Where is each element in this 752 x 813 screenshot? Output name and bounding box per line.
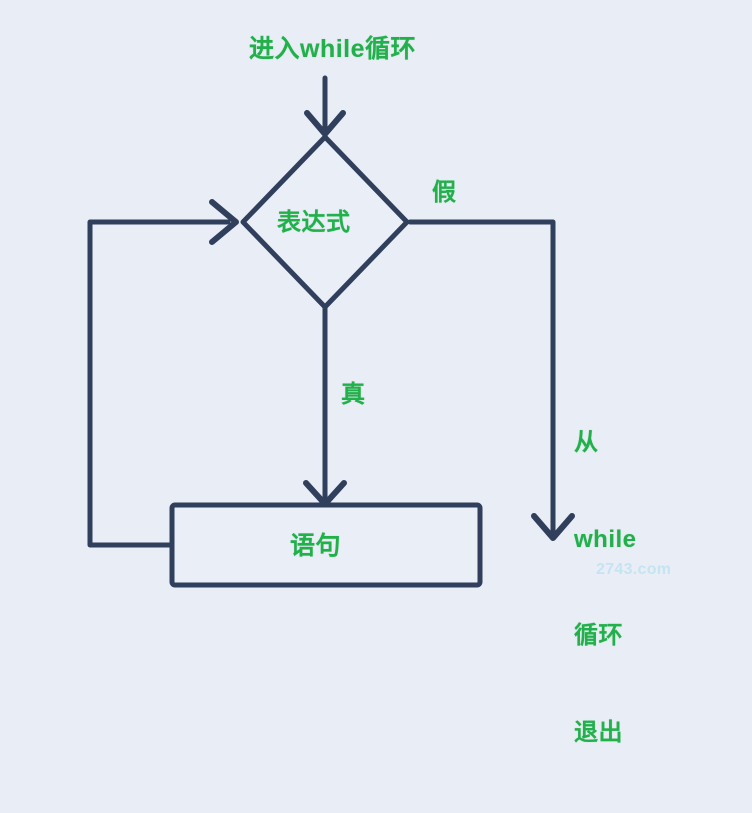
loop-back-arrow-head: [209, 199, 239, 245]
flowchart-canvas: 进入while循环 表达式 假 真 语句 从 while 循环 退出 2743.…: [87, 35, 672, 746]
false-branch-arrow-head: [531, 513, 575, 541]
true-branch-label: 真: [341, 381, 366, 408]
exit-label-line-4: 退出: [574, 718, 623, 746]
statement-node-label: 语句: [290, 532, 342, 560]
entry-label: 进入while循环: [249, 35, 417, 63]
exit-while-label: 从 while 循环 退出: [574, 363, 637, 813]
false-branch-line: [407, 219, 556, 537]
false-branch-label: 假: [432, 179, 457, 206]
exit-label-line-1: 从: [574, 429, 599, 457]
true-branch-arrow-head: [303, 480, 347, 507]
loop-back-line: [87, 219, 231, 548]
site-watermark: 2743.com: [596, 561, 672, 578]
exit-label-line-3: 循环: [574, 622, 623, 650]
entry-arrow-head: [304, 110, 346, 137]
flowchart-graphics: [87, 75, 575, 588]
decision-node-label: 表达式: [277, 209, 351, 236]
exit-label-line-2: while: [574, 525, 637, 553]
